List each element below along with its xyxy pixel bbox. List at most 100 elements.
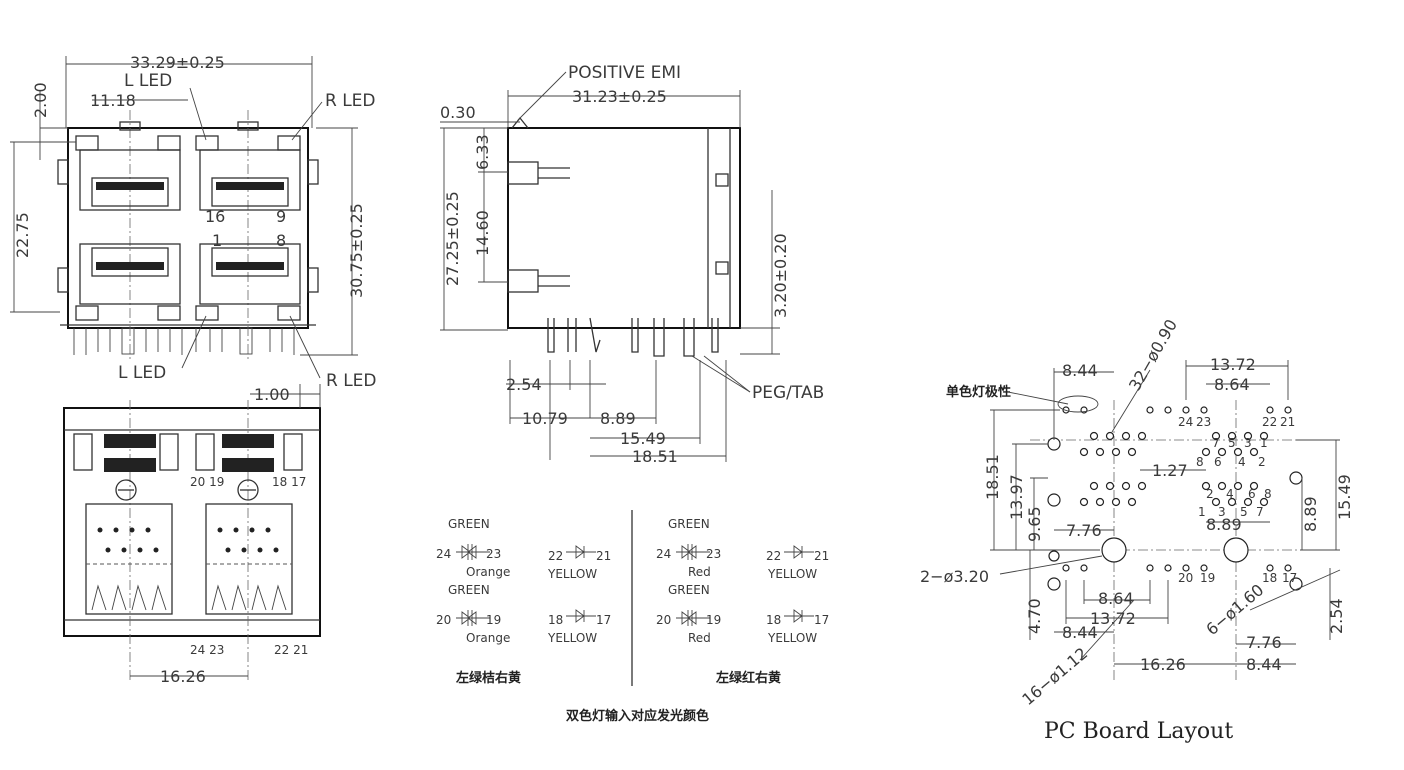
legend-right-pin-24: 24: [656, 547, 671, 561]
rj45-contacts-top-right: [216, 182, 284, 190]
legend-right-pin-18: 18: [766, 613, 781, 627]
l-led-top-label: L LED: [124, 71, 172, 91]
front-port-pitch-dim: 22.75: [13, 212, 32, 258]
legend-left-pin-19: 19: [486, 613, 501, 627]
pcb-dim-889-v: 8.89: [1301, 496, 1320, 532]
led-pads-top: [1062, 406, 1292, 414]
pcb-dim-112: 16−ø1.12: [1018, 644, 1091, 709]
pad-label: 6: [1214, 455, 1222, 469]
side-view: POSITIVE EMI 31.23±0.25 0.30 27.25±0.25 …: [440, 63, 824, 466]
pcb-pin-22: 22: [1262, 415, 1277, 429]
pcb-pin-17: 17: [1282, 571, 1297, 585]
pcb-dim-965: 9.65: [1025, 506, 1044, 542]
pcb-dim-1397: 13.97: [1007, 474, 1026, 520]
pad-label: 3: [1218, 505, 1226, 519]
legend-right-pin-21: 21: [814, 549, 829, 563]
pad-label: 1: [1260, 436, 1268, 450]
pcb-dim-127: 1.27: [1152, 461, 1188, 480]
bottom-view: 1.00 20 19 18 17 24 23 22 21 16.26: [63, 384, 321, 686]
pcb-pin-24: 24: [1178, 415, 1193, 429]
pad-numbers: 7 5 3 1 8 6 4 2 2 4 6 8 1 3 5 7: [1196, 436, 1272, 519]
legend-right-green-top: GREEN: [668, 517, 710, 531]
legend-left-yellow-a: YELLOW: [547, 567, 597, 581]
pins-22-21-label: 22 21: [274, 643, 308, 657]
legend-left-orange-top: Orange: [466, 565, 510, 579]
pins-24-23-label: 24 23: [190, 643, 224, 657]
side-dim-d: 18.51: [632, 447, 678, 466]
peg-tab-label: PEG/TAB: [752, 383, 824, 403]
legend-left-pin-24: 24: [436, 547, 451, 561]
mono-led-note: 单色灯极性: [946, 384, 1011, 400]
positive-emi-label: POSITIVE EMI: [568, 63, 681, 83]
legend-left-caption: 左绿桔右黄: [456, 670, 521, 686]
pcb-dim-864-top: 8.64: [1214, 375, 1250, 394]
legend-right-caption: 左绿红右黄: [716, 670, 781, 686]
pcb-dim-889-h: 8.89: [1206, 515, 1242, 534]
pad-label: 8: [1264, 487, 1272, 501]
legend-right-red-top: Red: [688, 565, 711, 579]
legend-left-green-mid: GREEN: [448, 583, 490, 597]
pcb-dim-844-right: 8.44: [1246, 655, 1282, 674]
side-height-dim: 27.25±0.25: [443, 191, 462, 286]
front-view: 33.29±0.25 11.18 2.00 22.75 30.75±0.25 L…: [10, 53, 377, 391]
legend-left-pin-21: 21: [596, 549, 611, 563]
pcb-pin-18: 18: [1262, 571, 1277, 585]
pad-label: 5: [1228, 436, 1236, 450]
pin-8-label: 8: [276, 231, 286, 250]
pcb-dim-254: 2.54: [1327, 598, 1346, 634]
legend-left-pin-17: 17: [596, 613, 611, 627]
pcb-pin-19: 19: [1200, 571, 1215, 585]
side-dim-b: 8.89: [600, 409, 636, 428]
legend-left-pin-18: 18: [548, 613, 563, 627]
pcb-dim-1626: 16.26: [1140, 655, 1186, 674]
pcb-pin-20: 20: [1178, 571, 1193, 585]
rj45-contacts-top-left: [96, 182, 164, 190]
legend-right-yellow-b: YELLOW: [767, 631, 817, 645]
pin-1-label: 1: [212, 231, 222, 250]
legend-left-pin-22: 22: [548, 549, 563, 563]
side-depth-dim: 31.23±0.25: [572, 87, 667, 106]
pcb-dim-1372-bot: 13.72: [1090, 609, 1136, 628]
pcb-dim-844-bot: 8.44: [1062, 623, 1098, 642]
side-top-dim: 6.33: [473, 134, 492, 170]
r-led-bottom-label: R LED: [326, 371, 377, 391]
pin-16-label: 16: [205, 207, 225, 226]
pcb-layout: 7 5 3 1 8 6 4 2 2 4 6 8 1 3 5 7 24 23 22…: [920, 316, 1354, 744]
pins-20-19-label: 20 19: [190, 475, 224, 489]
side-emi-dim: 0.30: [440, 103, 476, 122]
front-top-gap-dim: 2.00: [31, 82, 50, 118]
pad-label: 6: [1248, 487, 1256, 501]
front-led-offset-dim: 11.18: [90, 91, 136, 110]
pcb-dim-776: 7.76: [1066, 521, 1102, 540]
pad-label: 7: [1212, 436, 1220, 450]
side-tail-dim: 3.20±0.20: [771, 233, 790, 318]
pad-label: 5: [1240, 505, 1248, 519]
pcb-dim-844-top: 8.44: [1062, 361, 1098, 380]
pcb-dim-160: 6−ø1.60: [1202, 580, 1267, 639]
pin-9-label: 9: [276, 207, 286, 226]
bottom-pitch-dim: 16.26: [160, 667, 206, 686]
legend-right-yellow-a: YELLOW: [767, 567, 817, 581]
legend-right-red-bot: Red: [688, 631, 711, 645]
legend-right-green-mid: GREEN: [668, 583, 710, 597]
pcb-dim-1372-top: 13.72: [1210, 355, 1256, 374]
pcb-dim-864-bot: 8.64: [1098, 589, 1134, 608]
pcb-dim-776-bot: 7.76: [1246, 633, 1282, 652]
front-width-dim: 33.29±0.25: [130, 53, 225, 72]
pins-18-17-label: 18 17: [272, 475, 306, 489]
legend-right-pin-22: 22: [766, 549, 781, 563]
bottom-offset-dim: 1.00: [254, 385, 290, 404]
pcb-layout-title: PC Board Layout: [1044, 719, 1233, 744]
pad-label: 7: [1256, 505, 1264, 519]
pcb-pin-23: 23: [1196, 415, 1211, 429]
pad-label: 1: [1198, 505, 1206, 519]
signal-pads-left: [1079, 431, 1147, 507]
pad-label: 3: [1244, 436, 1252, 450]
pad-label: 8: [1196, 455, 1204, 469]
contact-combs: [104, 434, 274, 472]
pcb-dim-1851: 18.51: [983, 454, 1002, 500]
side-dim-c: 15.49: [620, 429, 666, 448]
pad-label: 4: [1238, 455, 1246, 469]
legend-left-yellow-b: YELLOW: [547, 631, 597, 645]
legend-left-pin-20: 20: [436, 613, 451, 627]
